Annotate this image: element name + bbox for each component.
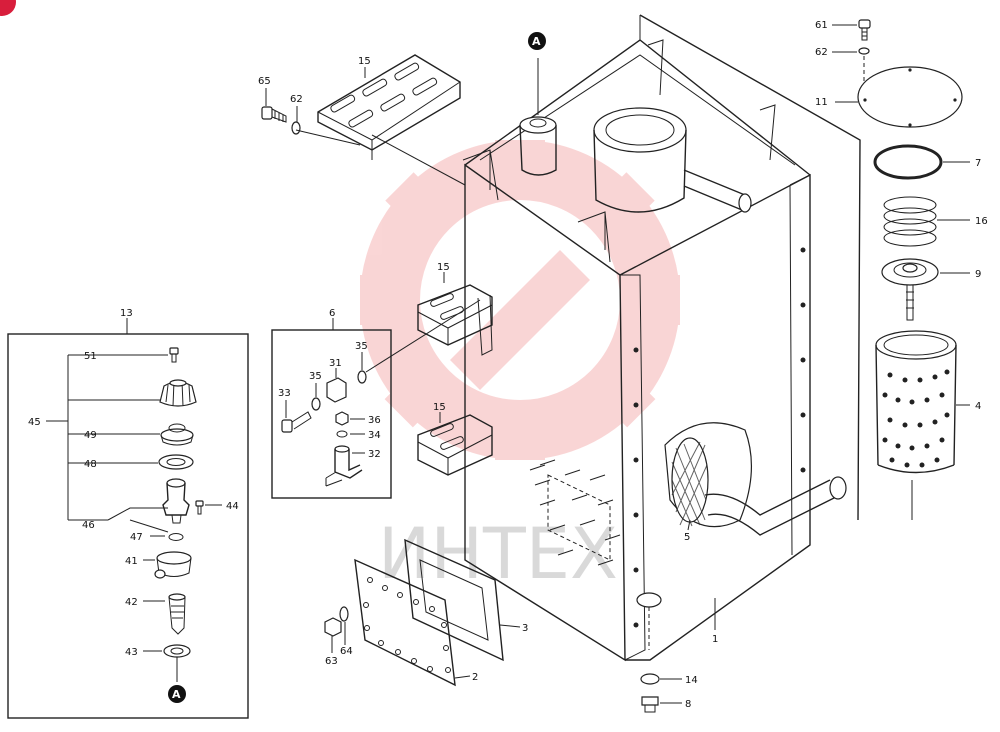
callout-31: 31 <box>329 358 342 369</box>
callout-47: 47 <box>130 532 143 543</box>
step-15-top <box>317 54 466 186</box>
callout-62-left: 62 <box>290 94 303 105</box>
callout-35-left: 35 <box>309 371 322 382</box>
callout-14: 14 <box>685 675 698 686</box>
callout-35-right: 35 <box>355 341 368 352</box>
svg-text:A: A <box>532 35 541 48</box>
callout-4: 4 <box>975 401 981 412</box>
callout-61: 61 <box>815 20 828 31</box>
callout-63: 63 <box>325 656 338 667</box>
callout-41: 41 <box>125 556 138 567</box>
gasket <box>404 538 504 662</box>
washer-43 <box>163 644 191 658</box>
callout-5: 5 <box>684 532 690 543</box>
screw-61 <box>858 19 871 41</box>
screw-44 <box>195 500 204 515</box>
callout-8: 8 <box>685 699 691 710</box>
bolt-33 <box>281 411 312 433</box>
elbow-32 <box>325 445 363 487</box>
group-box-13 <box>7 333 249 719</box>
callout-51: 51 <box>84 351 97 362</box>
step-15-low <box>417 414 493 476</box>
callout-15-low: 15 <box>433 402 446 413</box>
valve-9 <box>881 258 939 321</box>
callout-48: 48 <box>84 459 97 470</box>
bolt-65 <box>261 106 287 123</box>
callout-45: 45 <box>28 417 41 428</box>
washer-35-left <box>311 397 321 411</box>
o-ring-47 <box>168 533 184 541</box>
callout-15-mid: 15 <box>437 262 450 273</box>
o-ring-7 <box>873 144 943 180</box>
o-ring-34 <box>336 430 348 438</box>
ref-marker-top: A <box>528 32 546 50</box>
svg-text:A: A <box>172 688 181 701</box>
filler-neck <box>593 107 752 213</box>
pin-42 <box>168 593 186 635</box>
seal-48 <box>158 454 194 470</box>
plug-8 <box>641 696 659 713</box>
filter-element-4 <box>875 330 957 474</box>
bracket-45 <box>46 355 69 520</box>
ref-marker-bottom: A <box>168 685 186 703</box>
callout-13: 13 <box>120 308 133 319</box>
callout-9: 9 <box>975 269 981 280</box>
callout-3: 3 <box>522 623 528 634</box>
callout-15-top: 15 <box>358 56 371 67</box>
callout-62-right: 62 <box>815 47 828 58</box>
watermark-text: ИНТЕХ <box>378 513 618 595</box>
stem-46 <box>162 478 190 524</box>
callout-44: 44 <box>226 501 239 512</box>
washer-64 <box>339 606 349 622</box>
washer-62-left <box>291 121 301 135</box>
part-49 <box>160 423 194 446</box>
washer-35-right <box>357 370 367 384</box>
cover-plate <box>354 558 456 687</box>
spring-16 <box>883 196 937 247</box>
nut-63 <box>324 617 342 637</box>
screw-51 <box>169 347 179 363</box>
tank-body <box>462 14 861 662</box>
watermark-gear-icon <box>360 140 680 460</box>
callout-33: 33 <box>278 388 291 399</box>
callout-34: 34 <box>368 430 381 441</box>
group-box-6 <box>271 329 392 499</box>
breather-cap <box>519 58 557 176</box>
callout-36: 36 <box>368 415 381 426</box>
callout-42: 42 <box>125 597 138 608</box>
callout-16: 16 <box>975 216 988 227</box>
callout-43: 43 <box>125 647 138 658</box>
callout-2: 2 <box>472 672 478 683</box>
callout-11: 11 <box>815 97 828 108</box>
body-41 <box>154 551 192 579</box>
callout-32: 32 <box>368 449 381 460</box>
callout-1: 1 <box>712 634 718 645</box>
callout-49: 49 <box>84 430 97 441</box>
callout-46: 46 <box>82 520 95 531</box>
callout-64: 64 <box>340 646 353 657</box>
cover-11 <box>857 66 963 128</box>
knob-45 <box>159 379 197 407</box>
corner-badge <box>0 0 16 16</box>
suction-strainer <box>664 422 847 536</box>
callout-7: 7 <box>975 158 981 169</box>
fitting-36 <box>335 411 349 426</box>
callout-65: 65 <box>258 76 271 87</box>
callout-6: 6 <box>329 308 335 319</box>
washer-14 <box>640 673 660 685</box>
step-15-mid <box>417 284 493 356</box>
washer-62-right <box>858 47 870 55</box>
block-31 <box>326 377 347 403</box>
